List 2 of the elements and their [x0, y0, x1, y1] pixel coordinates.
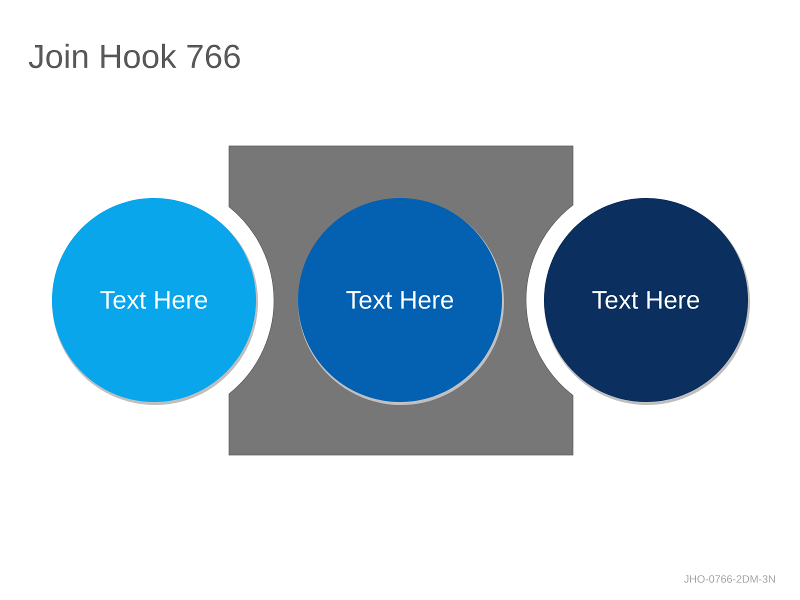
title: Join Hook 766 [28, 44, 240, 68]
code-label: JHO-0766-2DM-3N [684, 575, 775, 583]
